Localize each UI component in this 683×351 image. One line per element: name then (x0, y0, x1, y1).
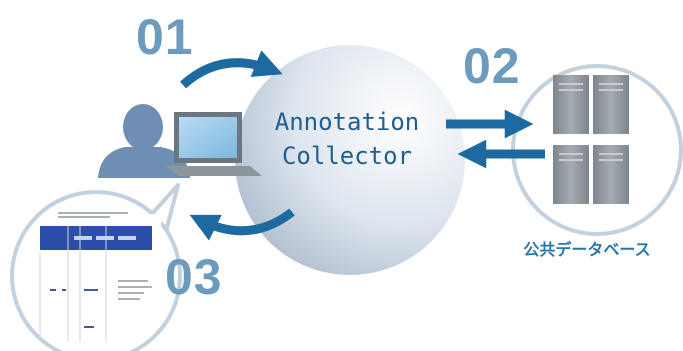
cycle-arrow-icon (179, 50, 295, 241)
exchange-arrow-icon (446, 109, 545, 169)
laptop-icon (166, 112, 262, 176)
step-02-label: 02 (463, 38, 521, 94)
collector-line1: Annotation (274, 108, 420, 136)
database-label: 公共データベース (523, 240, 651, 259)
step-01-label: 01 (136, 9, 194, 65)
document-preview (10, 183, 182, 351)
step-03-label: 03 (165, 249, 223, 305)
user-icon (98, 104, 190, 178)
collector-circle (235, 45, 465, 275)
collector-title: Annotation Collector (262, 105, 432, 173)
server-icon (553, 75, 629, 204)
collector-line2: Collector (281, 142, 413, 170)
